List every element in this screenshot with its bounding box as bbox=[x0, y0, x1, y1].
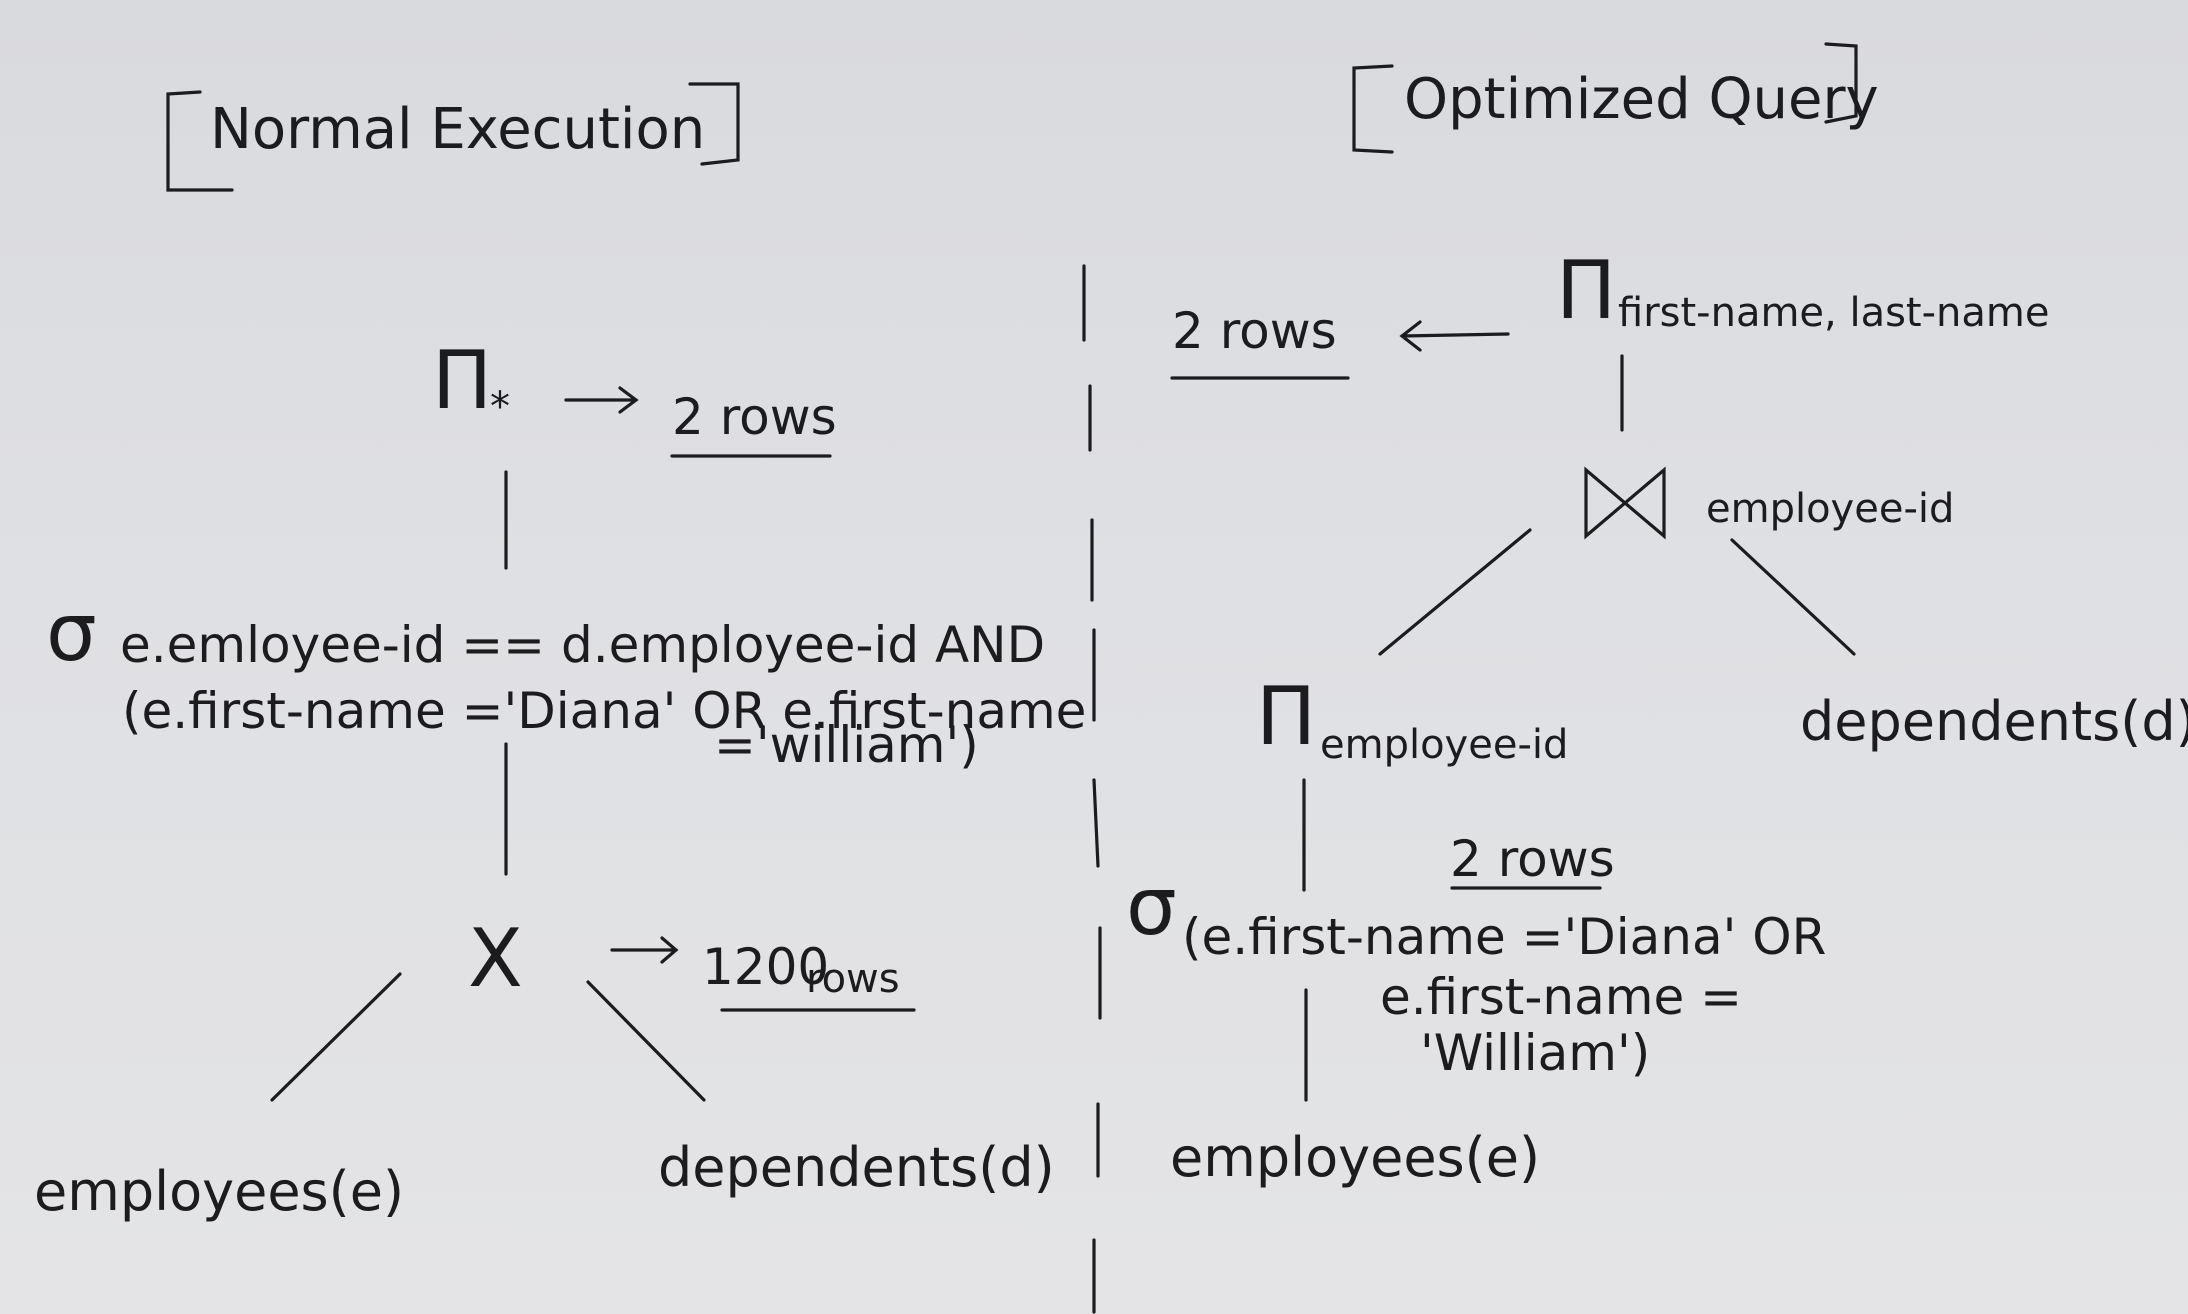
left-cross-symbol: X bbox=[468, 912, 523, 1005]
left-projection-symbol: Π bbox=[432, 334, 492, 427]
title-right-bracket-open bbox=[1352, 64, 1394, 154]
right-selection-node: σ (e.first-name ='Diana' OR e.first-name… bbox=[1126, 860, 1826, 1082]
right-projection-rows: 2 rows bbox=[1172, 302, 1337, 360]
right-selection-condition-line3: 'William') bbox=[1420, 1024, 1650, 1082]
left-cross-rows-number: 1200 bbox=[702, 938, 829, 996]
right-relation-dependents: dependents(d) bbox=[1800, 690, 2188, 753]
left-cross-rows-word: rows bbox=[806, 956, 900, 1002]
right-projection-symbol: Π bbox=[1556, 244, 1616, 337]
left-cross-arrow bbox=[610, 936, 679, 964]
title-right-bracket-close bbox=[1824, 42, 1858, 124]
right-selection-rows: 2 rows bbox=[1450, 830, 1615, 888]
left-projection-rows: 2 rows bbox=[672, 388, 837, 446]
title-left-bracket-close bbox=[688, 82, 740, 166]
left-selection-condition-line1: e.emloyee-id == d.employee-id AND bbox=[120, 616, 1045, 674]
optimized-query-title-text: Optimized Query bbox=[1404, 67, 1879, 132]
left-cross-node: X 1200 rows bbox=[468, 912, 916, 1012]
join-bowtie-icon bbox=[1584, 466, 1666, 540]
right-selection-symbol: σ bbox=[1126, 860, 1177, 953]
left-projection-node: Π * 2 rows bbox=[432, 334, 837, 458]
right-join-node: employee-id bbox=[1584, 466, 1954, 540]
optimized-query-title: Optimized Query bbox=[1352, 42, 1879, 154]
right-inner-projection-symbol: Π bbox=[1256, 670, 1316, 763]
right-relation-employees: employees(e) bbox=[1170, 1126, 1540, 1189]
left-relation-employees: employees(e) bbox=[34, 1160, 404, 1223]
right-inner-projection-node: Π employee-id bbox=[1256, 670, 1568, 768]
right-selection-condition-line2: e.first-name = bbox=[1380, 968, 1742, 1026]
right-projection-arrow bbox=[1399, 320, 1510, 352]
left-relation-dependents: dependents(d) bbox=[658, 1136, 1055, 1199]
right-projection-node: 2 rows Π first-name, last-name bbox=[1170, 244, 2049, 380]
right-edge-join-inner-projection bbox=[1378, 528, 1532, 656]
title-left-bracket-open bbox=[166, 90, 234, 192]
left-selection-condition-line2: (e.first-name ='Diana' OR e.first-name bbox=[122, 682, 1086, 740]
right-edge-join-dependents bbox=[1730, 538, 1856, 656]
left-projection-arrow bbox=[564, 386, 639, 414]
left-selection-node: σ e.emloyee-id == d.employee-id AND (e.f… bbox=[46, 586, 1086, 774]
left-edge-cross-dependents bbox=[586, 980, 706, 1102]
left-selection-condition-line3: ='william') bbox=[714, 716, 979, 774]
right-join-subscript: employee-id bbox=[1706, 486, 1954, 532]
right-inner-projection-subscript: employee-id bbox=[1320, 722, 1568, 768]
right-selection-condition-line1: (e.first-name ='Diana' OR bbox=[1182, 908, 1826, 966]
normal-execution-title-text: Normal Execution bbox=[210, 97, 705, 162]
divider-dashed-line bbox=[1082, 264, 1102, 1314]
right-projection-subscript: first-name, last-name bbox=[1618, 290, 2049, 336]
left-edge-cross-employees bbox=[270, 972, 402, 1102]
left-projection-subscript: * bbox=[490, 384, 510, 430]
normal-execution-title: Normal Execution bbox=[166, 82, 740, 192]
left-selection-symbol: σ bbox=[46, 586, 97, 679]
